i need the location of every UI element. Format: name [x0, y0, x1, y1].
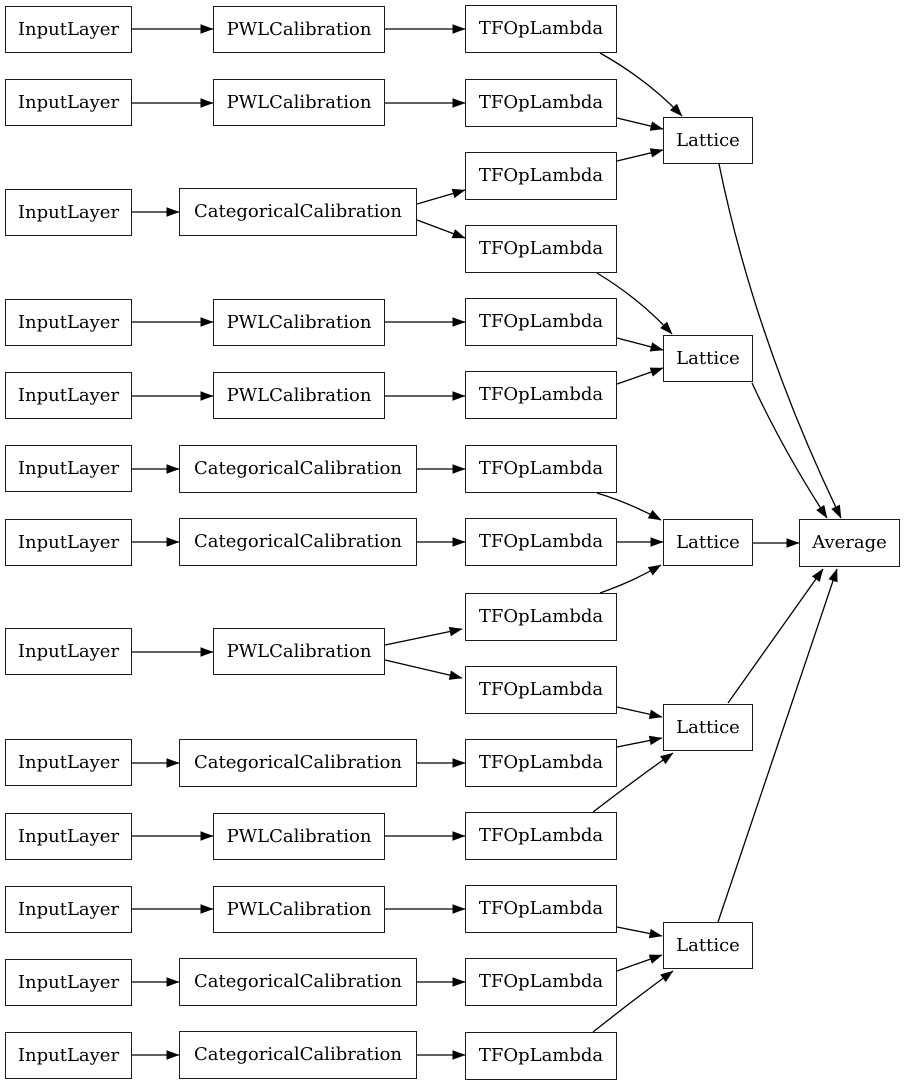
node-lattice4: Lattice: [663, 704, 753, 751]
node-input11: InputLayer: [5, 886, 132, 933]
node-pwl1: PWLCalibration: [213, 6, 385, 53]
node-input4: InputLayer: [5, 299, 132, 346]
node-cat2: CategoricalCalibration: [179, 445, 417, 493]
node-input8: InputLayer: [5, 628, 132, 675]
edge-cat1-to-tf4: [416, 219, 466, 239]
node-tf14: TFOpLambda: [465, 958, 617, 1006]
node-input3: InputLayer: [5, 189, 132, 236]
node-tf8: TFOpLambda: [465, 518, 617, 566]
node-tf7: TFOpLambda: [465, 445, 617, 493]
node-input12: InputLayer: [5, 959, 132, 1006]
node-input5: InputLayer: [5, 372, 132, 419]
edge-tf14-to-lattice5: [616, 954, 663, 972]
edge-lattice2-to-average: [751, 382, 828, 519]
node-input1: InputLayer: [5, 6, 132, 53]
node-tf6: TFOpLambda: [465, 371, 617, 419]
node-average: Average: [799, 519, 900, 567]
edge-tf2-to-lattice1: [616, 117, 664, 131]
node-tf12: TFOpLambda: [465, 812, 617, 860]
node-tf10: TFOpLambda: [465, 666, 617, 714]
node-input7: InputLayer: [5, 519, 132, 566]
node-cat1: CategoricalCalibration: [179, 188, 417, 236]
edge-tf13-to-lattice5: [616, 926, 663, 939]
edge-lattice4-to-average: [727, 568, 824, 704]
node-lattice5: Lattice: [663, 922, 753, 969]
node-pwl5: PWLCalibration: [213, 628, 385, 675]
node-input2: InputLayer: [5, 79, 132, 126]
node-tf2: TFOpLambda: [465, 79, 617, 127]
edge-tf3-to-lattice1: [616, 148, 664, 162]
node-tf13: TFOpLambda: [465, 885, 617, 933]
edge-tf9-to-lattice3: [599, 564, 662, 594]
node-tf1: TFOpLambda: [465, 5, 617, 53]
node-lattice3: Lattice: [663, 519, 753, 566]
node-pwl2: PWLCalibration: [213, 79, 385, 126]
node-cat3: CategoricalCalibration: [179, 518, 417, 566]
edge-tf5-to-lattice2: [616, 337, 664, 352]
node-tf3: TFOpLambda: [465, 152, 617, 200]
node-input9: InputLayer: [5, 739, 132, 786]
node-lattice2: Lattice: [663, 335, 753, 382]
node-cat4: CategoricalCalibration: [179, 739, 417, 787]
edge-tf10-to-lattice4: [616, 706, 663, 719]
node-tf15: TFOpLambda: [465, 1032, 617, 1080]
node-cat6: CategoricalCalibration: [179, 1031, 417, 1079]
node-pwl4: PWLCalibration: [213, 372, 385, 419]
edge-tf6-to-lattice2: [616, 367, 664, 385]
node-tf4: TFOpLambda: [465, 225, 617, 273]
node-tf9: TFOpLambda: [465, 593, 617, 641]
edge-pwl5-to-tf9: [384, 626, 463, 646]
node-input6: InputLayer: [5, 445, 132, 492]
edge-tf7-to-lattice3: [596, 492, 662, 521]
node-pwl3: PWLCalibration: [213, 299, 385, 346]
node-lattice1: Lattice: [663, 117, 753, 164]
node-input13: InputLayer: [5, 1032, 132, 1079]
node-pwl6: PWLCalibration: [213, 813, 385, 860]
node-pwl7: PWLCalibration: [213, 886, 385, 933]
edge-cat1-to-tf3: [416, 188, 466, 205]
node-input10: InputLayer: [5, 813, 132, 860]
edge-pwl5-to-tf10: [384, 659, 463, 680]
node-tf5: TFOpLambda: [465, 298, 617, 346]
edge-tf11-to-lattice4: [616, 735, 663, 748]
node-tf11: TFOpLambda: [465, 739, 617, 787]
node-cat5: CategoricalCalibration: [179, 958, 417, 1006]
